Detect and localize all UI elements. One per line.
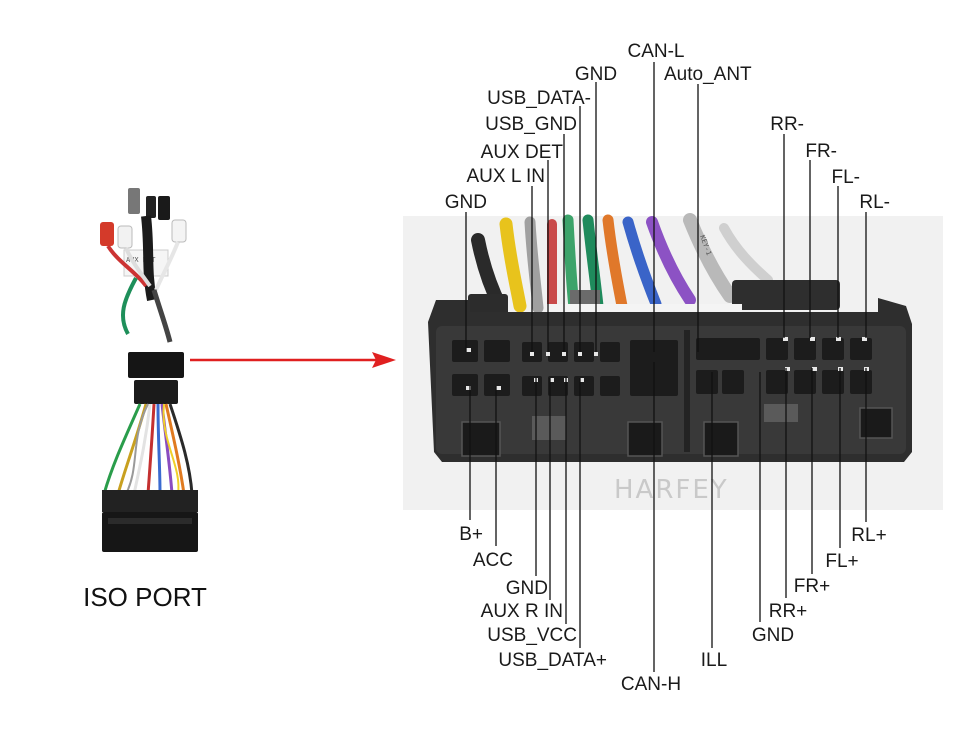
iso-port-caption: ISO PORT (83, 582, 207, 612)
label-aux-r-in: AUX R IN (481, 601, 563, 622)
label-b-plus: B+ (459, 524, 483, 545)
leader-lines (465, 62, 867, 672)
label-usb-data-plus: USB_DATA+ (498, 650, 607, 671)
top-pin-labels: CAN-L GND Auto_ANT USB_DATA- USB_GND AUX… (445, 41, 890, 213)
label-fr-plus: FR+ (794, 576, 830, 597)
label-can-h: CAN-H (621, 674, 681, 695)
harness-tag-text: AUX DET (126, 256, 156, 264)
label-usb-gnd: USB_GND (485, 114, 577, 135)
connector-image: KEY-1 (403, 213, 943, 510)
label-gnd-left: GND (445, 192, 487, 213)
label-acc: ACC (473, 550, 513, 571)
label-fr-minus: FR- (805, 141, 837, 162)
label-rr-plus: RR+ (769, 601, 808, 622)
label-ill: ILL (701, 650, 727, 671)
label-gnd-right: GND (752, 625, 794, 646)
label-rl-plus: RL+ (851, 525, 886, 546)
label-usb-data-minus: USB_DATA- (487, 88, 591, 109)
label-fl-minus: FL- (832, 167, 861, 188)
label-rr-minus: RR- (770, 114, 804, 135)
harness-image: AUX DET (100, 188, 198, 552)
label-auto-ant: Auto_ANT (664, 64, 752, 85)
label-fl-plus: FL+ (825, 551, 858, 572)
bottom-pin-labels: B+ ACC GND AUX R IN USB_VCC USB_DATA+ CA… (459, 524, 886, 695)
label-gnd-top: GND (575, 64, 617, 85)
arrow (190, 352, 396, 368)
label-gnd-bottom: GND (506, 578, 548, 599)
label-can-l: CAN-L (627, 41, 684, 62)
watermark: HARFEY (614, 475, 729, 505)
label-aux-det: AUX DET (481, 142, 564, 163)
label-aux-l-in: AUX L IN (467, 166, 546, 187)
label-rl-minus: RL- (859, 192, 890, 213)
label-usb-vcc: USB_VCC (487, 625, 577, 646)
